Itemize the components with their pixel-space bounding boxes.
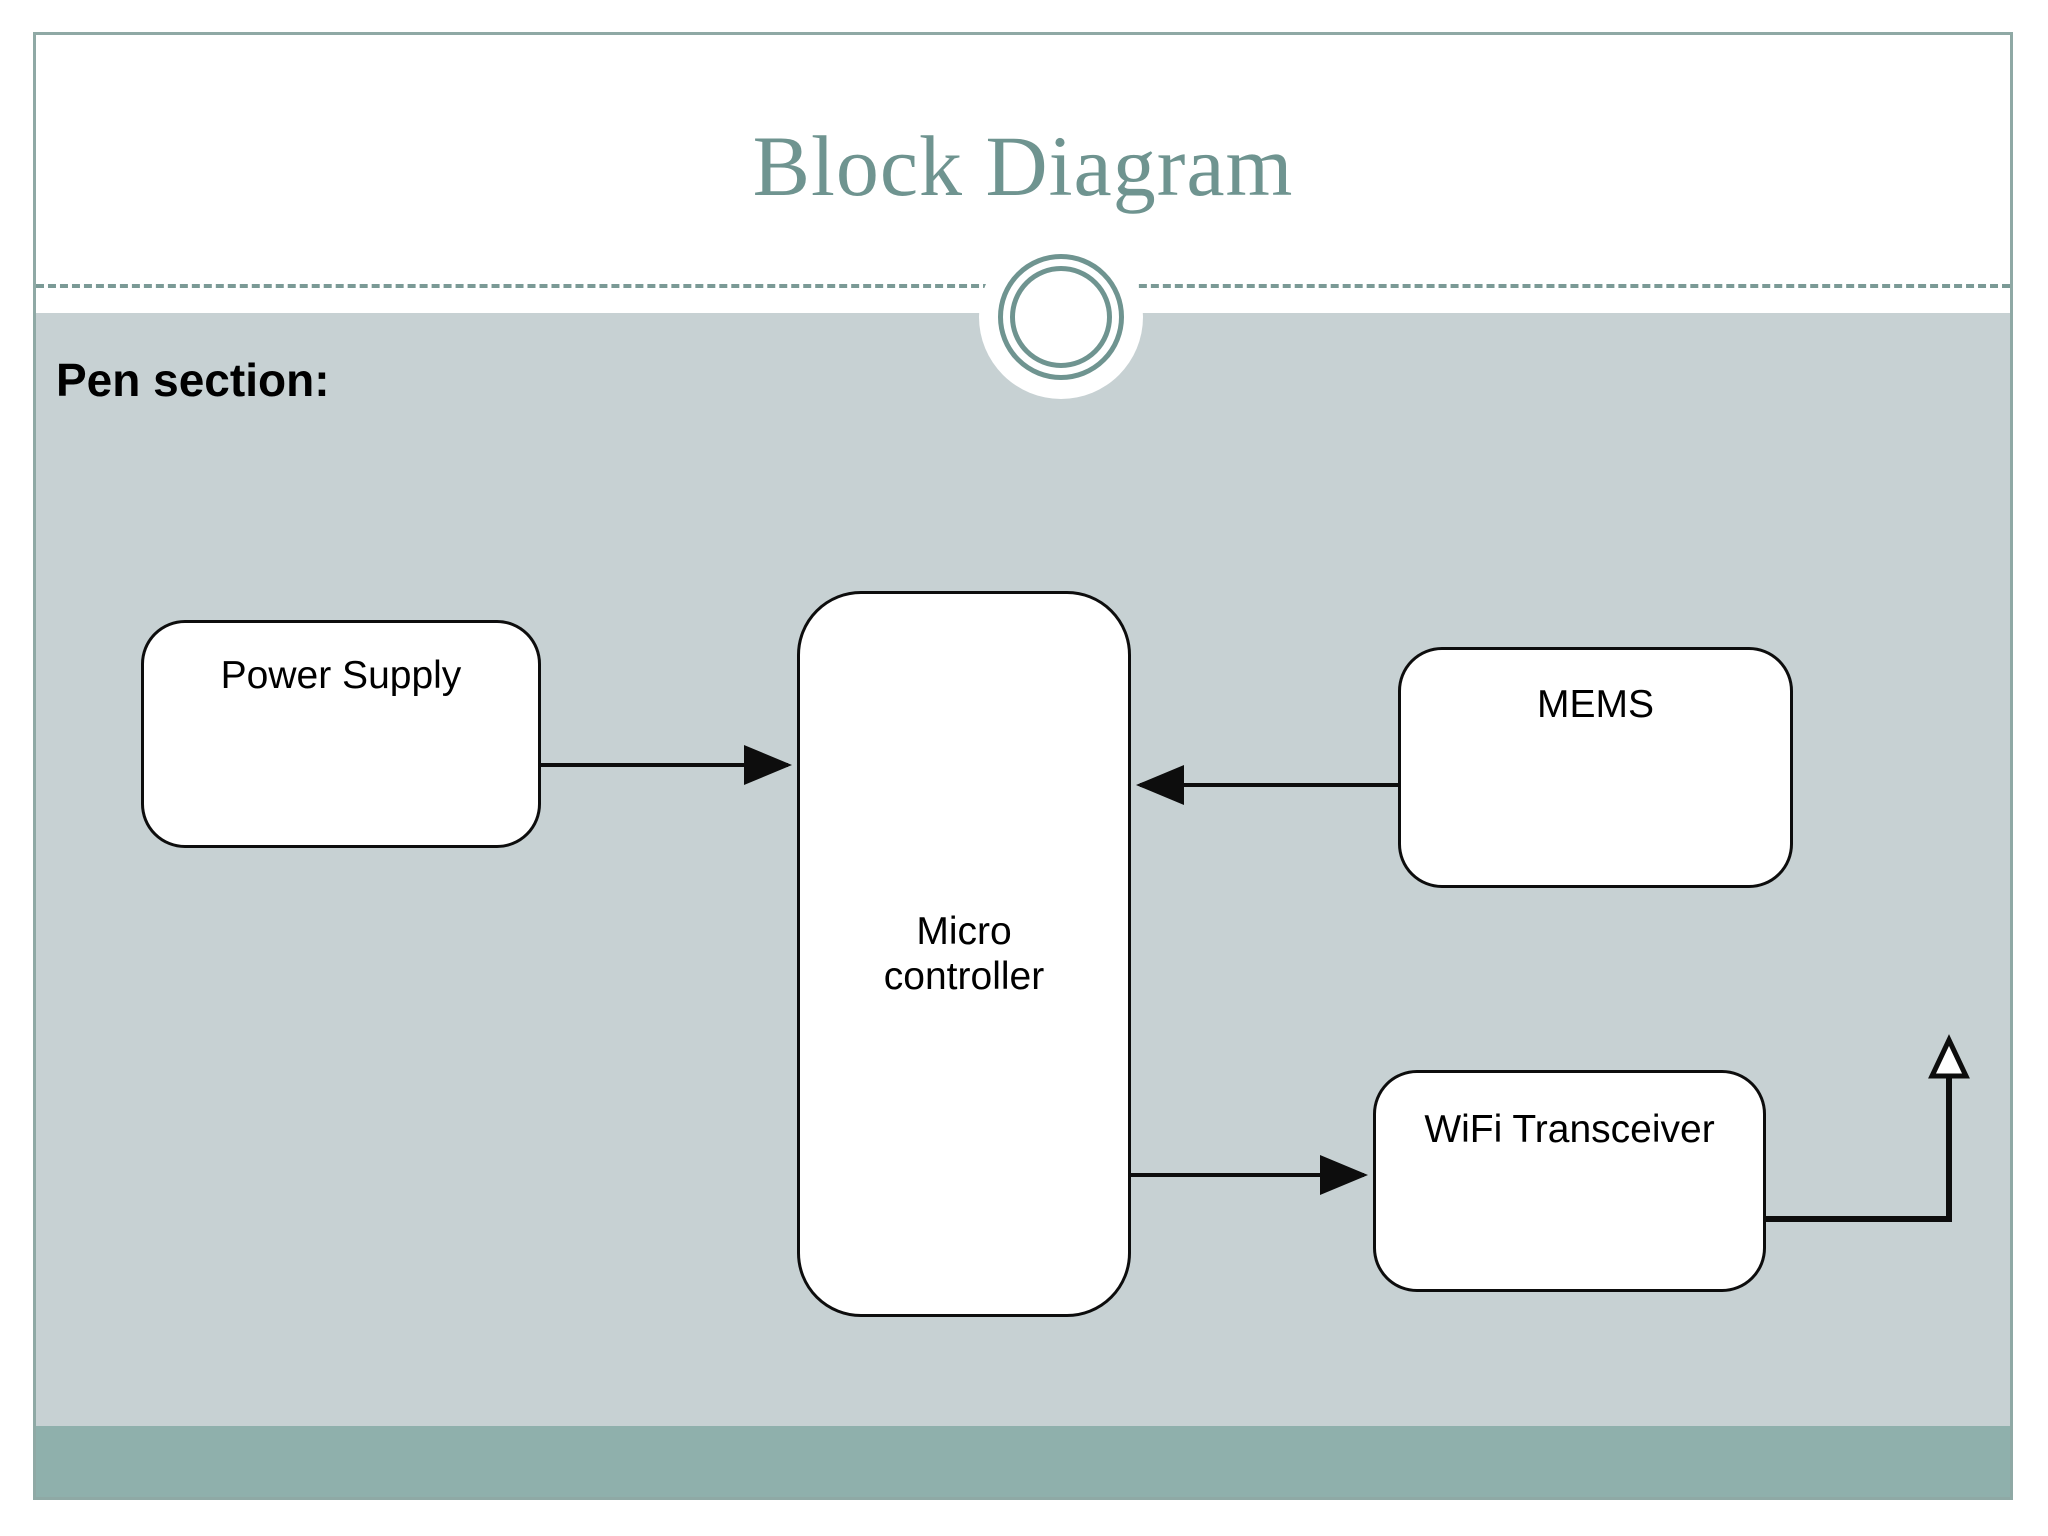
circle-inner-ring (1010, 266, 1112, 368)
slide-bottom-bar (36, 1426, 2010, 1497)
block-power-supply[interactable]: Power Supply (141, 620, 541, 848)
block-wifi-transceiver-label: WiFi Transceiver (1424, 1108, 1715, 1151)
block-diagram: Power Supply Micro controller MEMS WiFi … (36, 313, 2010, 1432)
block-micro-controller[interactable]: Micro controller (797, 591, 1131, 1317)
block-power-supply-label: Power Supply (220, 654, 462, 697)
antenna-icon (1928, 1034, 1970, 1079)
slide-canvas: Block Diagram Pen section: (33, 32, 2013, 1500)
page-title: Block Diagram (752, 118, 1294, 214)
section-heading: Pen section: (56, 354, 330, 406)
block-mems-label: MEMS (1537, 683, 1654, 726)
block-wifi-transceiver[interactable]: WiFi Transceiver (1373, 1070, 1766, 1292)
circle-outer-ring (998, 254, 1124, 380)
block-micro-controller-label-line1: Micro (916, 909, 1012, 953)
edge-wifi-to-antenna (1766, 1076, 1952, 1222)
block-micro-controller-label: Micro controller (884, 909, 1044, 999)
block-micro-controller-label-line2: controller (883, 955, 1045, 998)
block-mems[interactable]: MEMS (1398, 647, 1793, 888)
circle-ornament-icon (979, 235, 1143, 399)
